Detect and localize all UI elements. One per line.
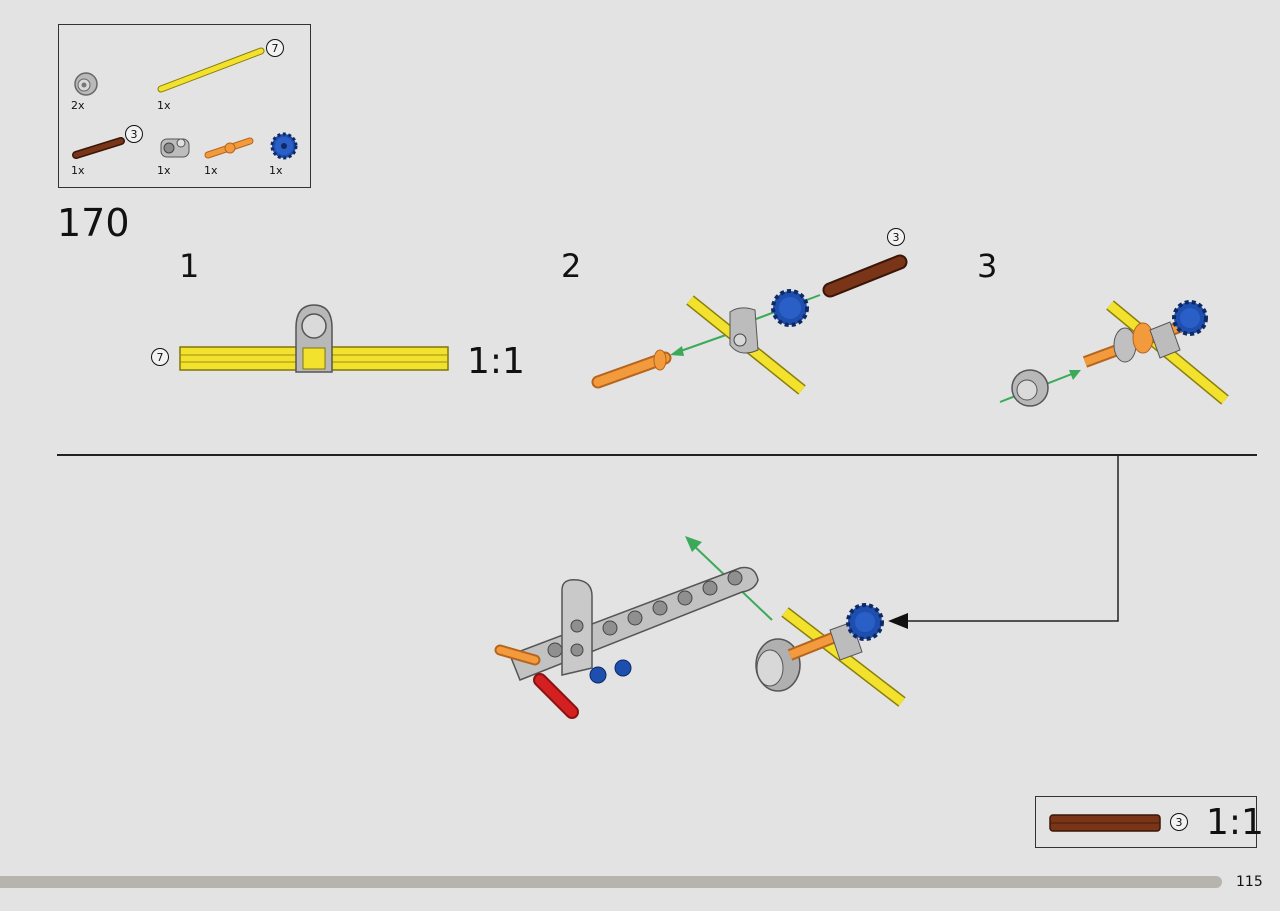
- axle-brown-icon: [72, 137, 125, 159]
- substep-label: 3: [977, 247, 998, 285]
- substep2-illustration: [591, 254, 908, 395]
- bushing-qty: 2x: [71, 99, 85, 112]
- progress-bar: [0, 876, 1222, 888]
- connector-qty: 1x: [157, 164, 171, 177]
- axle-pin-icon: [204, 137, 254, 159]
- connector-icon: [160, 138, 190, 158]
- parts-list-box: 2x 7 1x 3 1x 1x 1x 1x: [58, 24, 311, 188]
- substep-label: 1: [179, 247, 200, 285]
- axle-length-badge: 3: [1170, 813, 1188, 831]
- axle-yellow-icon: [157, 47, 265, 93]
- scale-label: 1:1: [1206, 802, 1264, 843]
- gear-icon: [270, 132, 298, 160]
- axle-length-badge: 3: [887, 228, 905, 246]
- axle-length-badge: 7: [266, 39, 284, 57]
- section-divider: [57, 454, 1257, 456]
- substep-label: 2: [561, 247, 582, 285]
- main-assembly-illustration: [494, 536, 906, 719]
- axle-callout-box: 3 1:1: [1035, 796, 1264, 848]
- axle-length-badge: 3: [125, 125, 143, 143]
- gear-qty: 1x: [269, 164, 283, 177]
- axle-length-badge: 7: [151, 348, 169, 366]
- subassembly-arrow: [888, 454, 1119, 629]
- scale-label: 1:1: [467, 341, 525, 382]
- substep1-illustration: [179, 304, 449, 373]
- axle-yellow-qty: 1x: [157, 99, 171, 112]
- substep3-illustration: [999, 300, 1229, 407]
- step-number: 170: [57, 201, 130, 245]
- axle-pin-qty: 1x: [204, 164, 218, 177]
- axle-brown-icon: [1049, 814, 1161, 832]
- page-number: 115: [1236, 874, 1263, 890]
- bushing-icon: [74, 72, 98, 96]
- axle-brown-qty: 1x: [71, 164, 85, 177]
